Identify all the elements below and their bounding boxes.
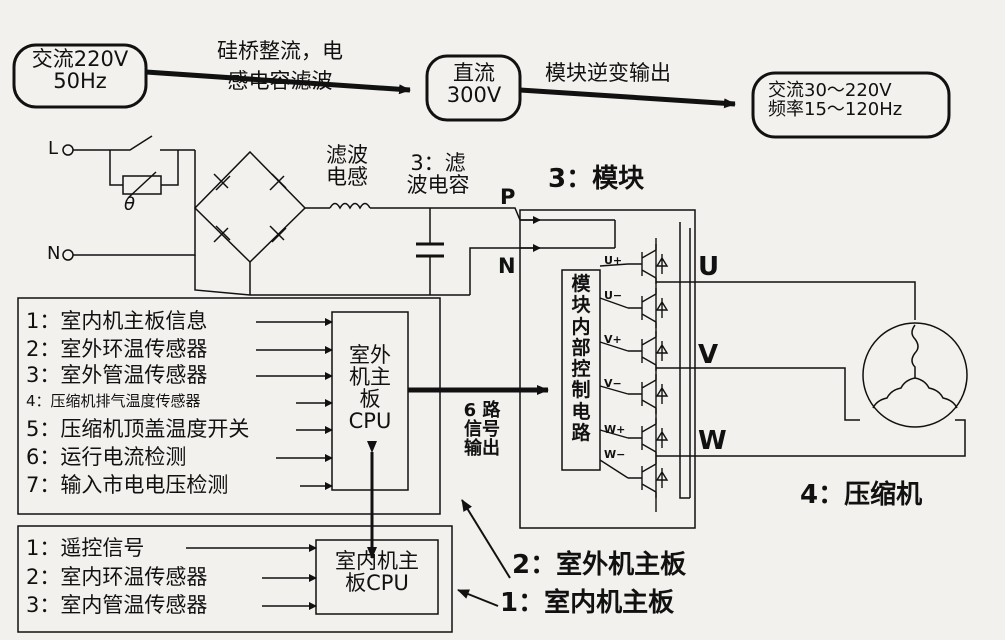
flow-arrow-1 <box>145 69 411 95</box>
indoor-input-1: 1：遥控信号 <box>26 536 145 560</box>
outdoor-input-5: 5：压缩机顶盖温度开关 <box>26 417 250 441</box>
indoor-input-3: 3：室内管温传感器 <box>26 593 208 617</box>
ac-out-box <box>751 71 951 139</box>
module-control-label: 模块内部控制电路 <box>571 273 591 444</box>
gate-w-minus: W− <box>604 448 626 461</box>
inductor-line1: 滤波 <box>326 143 368 167</box>
ac-out-label: 交流30～220V 频率15～120Hz <box>768 80 903 120</box>
outdoor-input-1: 1：室内机主板信息 <box>26 309 208 333</box>
capacitor-line1: 3：滤 <box>410 151 466 175</box>
outdoor-cpu-label: 室外 机主 板 CPU <box>334 344 406 432</box>
outdoor-cpu-line2: 机主 <box>349 365 391 390</box>
signal-output-label: 6 路 信号 输出 <box>452 400 512 459</box>
indoor-board-label: 1：室内机主板 <box>500 588 675 618</box>
ac-out-line2: 频率15～120Hz <box>768 98 903 120</box>
ac-in-line1: 交流220V <box>31 47 129 71</box>
dc-line2: 300V <box>446 83 502 108</box>
phase-u-label: U <box>698 252 720 282</box>
outdoor-input-2: 2：室外环温传感器 <box>26 337 208 361</box>
outdoor-board-frame <box>17 297 441 515</box>
ac-in-line2: 50Hz <box>53 69 107 94</box>
outdoor-input-7: 7：输入市电电压检测 <box>26 473 229 497</box>
outdoor-input-3: 3：室外管温传感器 <box>26 363 208 387</box>
bridge-rectifier <box>193 150 307 264</box>
capacitor-line2: 波电容 <box>406 173 470 198</box>
capacitor-label: 3：滤 波电容 <box>392 152 484 196</box>
terminal-n <box>62 249 74 261</box>
thermistor-label: θ <box>124 194 136 215</box>
inductor-line2: 电感 <box>326 165 368 190</box>
compressor-label: 4：压缩机 <box>800 480 923 510</box>
outdoor-input-6: 6：运行电流检测 <box>26 445 187 469</box>
outdoor-board-label: 2：室外机主板 <box>512 550 687 580</box>
step1-line1: 硅桥整流，电 <box>217 39 343 63</box>
indoor-cpu-line2: 板CPU <box>345 571 409 596</box>
flow-arrow-2 <box>519 87 736 109</box>
inverter-output-label: 模块逆变输出 <box>545 61 671 85</box>
bus-n-label: N <box>498 254 516 278</box>
gate-u-minus: U− <box>604 289 623 302</box>
bus-p-label: P <box>500 185 516 209</box>
gate-v-minus: V− <box>604 377 622 390</box>
indoor-cpu-label: 室内机主 板CPU <box>318 550 436 594</box>
outdoor-cpu-line3: 板 <box>359 387 381 412</box>
igbt-array <box>599 238 669 512</box>
terminal-n-label: N <box>47 243 61 264</box>
gate-w-plus: W+ <box>604 423 626 436</box>
signal-line1: 6 路 <box>463 400 501 421</box>
ac-in-label: 交流220V 50Hz <box>18 48 142 92</box>
signal-line3: 输出 <box>464 437 500 459</box>
terminal-l-label: L <box>48 138 59 159</box>
dc-line1: 直流 <box>453 61 495 85</box>
rectify-filter-label: 硅桥整流，电 感电容滤波 <box>180 40 380 92</box>
outdoor-cpu-line4: CPU <box>348 409 392 434</box>
outdoor-input-4: 4：压缩机排气温度传感器 <box>26 392 201 410</box>
indoor-board-frame <box>17 525 453 633</box>
ac-in-box <box>12 43 148 109</box>
phase-v-label: V <box>698 340 719 370</box>
module-box <box>519 209 696 529</box>
inductor-coil <box>329 202 371 210</box>
module-title: 3：模块 <box>548 164 645 194</box>
dc-label: 直流 300V <box>430 62 518 106</box>
outdoor-cpu-line1: 室外 <box>349 343 391 367</box>
dc-box <box>425 54 522 122</box>
phase-w-label: W <box>698 426 727 456</box>
step1-line2: 感电容滤波 <box>227 69 333 94</box>
signal-line2: 信号 <box>464 418 500 440</box>
indoor-input-2: 2：室内环温传感器 <box>26 565 208 589</box>
gate-u-plus: U+ <box>604 254 623 267</box>
compressor-motor <box>862 322 968 428</box>
module-control-box <box>561 269 601 471</box>
indoor-cpu-line1: 室内机主 <box>335 549 419 573</box>
ac-out-line1: 交流30～220V <box>768 80 892 101</box>
terminal-l <box>62 144 74 156</box>
inductor-label: 滤波 电感 <box>312 144 382 188</box>
gate-v-plus: V+ <box>604 333 622 346</box>
